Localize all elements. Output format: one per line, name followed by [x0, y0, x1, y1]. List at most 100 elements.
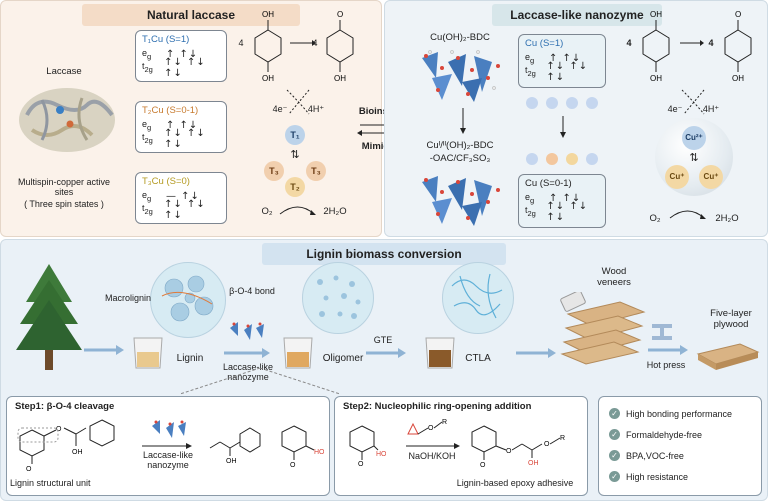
flow-arrow-3	[366, 348, 406, 358]
svg-text:O: O	[290, 462, 296, 468]
svg-text:OH: OH	[334, 74, 346, 83]
feature-text: High bonding performance	[626, 408, 733, 419]
eg-label: eg	[525, 52, 535, 65]
svg-text:HO: HO	[376, 451, 386, 458]
t2-copper-circle: T₂	[285, 177, 305, 197]
oligomer-bubble	[302, 262, 374, 334]
cu-sites-row-blue	[526, 97, 598, 109]
t2g-label: t2g	[142, 203, 153, 216]
electrons-label-nano: 4e⁻	[667, 104, 683, 114]
mof-crystal-bottom-image	[422, 176, 500, 226]
ctla-beaker-image	[425, 337, 455, 369]
t3cu-title: T₃Cu (S=0)	[142, 176, 190, 187]
macrolignin-particles	[161, 275, 214, 322]
svg-text:O: O	[480, 462, 486, 469]
t2g-label: t2g	[142, 61, 153, 74]
product-number-nano: 4	[708, 38, 714, 48]
feature-text: High resistance	[626, 471, 689, 482]
step2-product: O O OH O R	[471, 425, 565, 469]
veneers-label: Wood veneers	[597, 266, 631, 288]
flow-arrow-5	[648, 345, 688, 355]
substrate-number: 4	[238, 38, 244, 48]
protons-label-nano: 4H⁺	[702, 104, 720, 114]
check-icon: ✓	[609, 429, 620, 440]
electrons-label: 4e⁻	[272, 104, 288, 114]
t1-copper-circle: T₁	[285, 125, 305, 145]
mof-top-label: Cu(OH)₂-BDC	[430, 32, 490, 43]
product-number: 4	[312, 38, 318, 48]
t3cu-spin-box: T₃Cu (S=0) eg— ↑↓ t2g↑↓ ↑↓ ↑↓	[135, 172, 227, 224]
svg-text:O: O	[428, 425, 434, 432]
t2g-electrons: ↑↓ ↑↓ ↑↓	[164, 198, 206, 221]
eg-electrons: ↑ ↑↓	[166, 120, 199, 131]
feature-text: BPA,VOC-free	[626, 450, 684, 461]
step2-box: Step2: Nucleophilic ring-opening additio…	[334, 396, 588, 496]
eg-electrons: ↑ ↑↓	[166, 49, 199, 60]
natural-laccase-banner: Natural laccase	[82, 4, 300, 26]
phenoxy-radical-molecule-nano: O OH	[724, 10, 752, 83]
flow-arrow-2	[224, 348, 270, 358]
macrolignin-label: Macrolignin	[104, 293, 152, 303]
step2-guaiacol: HO O	[349, 425, 386, 466]
eg-label: eg	[525, 192, 535, 205]
ctla-label: CTLA	[465, 353, 491, 364]
cu1-circle-right: Cu⁺	[699, 165, 723, 189]
reaction-arrow-right	[290, 40, 316, 46]
lignin-banner: Lignin biomass conversion	[262, 243, 506, 265]
eg-label: eg	[142, 48, 152, 61]
lignin-unit-label: Lignin structural unit	[10, 478, 91, 488]
lignin-unit-structure: O O OH	[17, 419, 115, 472]
step1-reaction-arrow	[142, 443, 192, 449]
cu-s01-spin-box: Cu (S=0-1) eg↑ ↑↓ t2g↑↓ ↑↓ ↑↓	[518, 174, 606, 228]
svg-text:O: O	[56, 426, 62, 433]
step2-product-label: Lignin-based epoxy adhesive	[456, 478, 574, 488]
nanozyme-banner: Laccase-like nanozyme	[492, 4, 662, 26]
feature-text: Formaldehyde-free	[626, 429, 703, 440]
feature-item: ✓ Formaldehyde-free	[609, 424, 751, 445]
flow-arrow-1	[84, 345, 124, 355]
t3-copper-circle-right: T₃	[306, 161, 326, 181]
svg-text:OH: OH	[732, 74, 744, 83]
features-box: ✓High bonding performance ✓ Formaldehyde-…	[598, 396, 762, 496]
mof-crystal-top-image	[422, 50, 500, 102]
t2g-electrons: ↑↓ ↑↓ ↑↓	[546, 60, 589, 83]
step2-epoxide: O R	[407, 419, 447, 435]
oxygen-label-nano: O₂	[649, 213, 661, 224]
water-label: 2H₂O	[323, 206, 347, 217]
mof-arrow-down	[460, 108, 466, 134]
eg-label: eg	[142, 119, 152, 132]
feature-item: ✓High resistance	[609, 466, 751, 487]
svg-text:HO: HO	[314, 449, 324, 456]
svg-text:OH: OH	[262, 10, 274, 19]
svg-text:OH: OH	[72, 449, 83, 456]
nanozyme-catalyst-icon	[230, 322, 264, 340]
plywood-label: Five-layer plywood	[710, 308, 752, 330]
svg-text:OH: OH	[528, 460, 539, 467]
beta-o4-bond-label: β-O-4 bond	[229, 286, 275, 296]
ctla-network	[451, 273, 503, 319]
step2-reaction-arrow	[406, 443, 460, 449]
cu2-circle: Cu²⁺	[682, 126, 706, 150]
cu-s01-title: Cu (S=0-1)	[525, 178, 572, 189]
t2g-electrons: ↑↓ ↑↓ ↑↓	[164, 56, 206, 79]
t2g-electrons: ↑↓ ↑↓ ↑↓	[546, 200, 589, 223]
oligomer-particles	[317, 275, 361, 319]
spin-states-label: ( Three spin states )	[24, 199, 104, 209]
svg-text:OH: OH	[650, 74, 662, 83]
t2cu-title: T₂Cu (S=0-1)	[142, 105, 199, 116]
feature-item: ✓High bonding performance	[609, 403, 751, 424]
svg-text:R: R	[442, 419, 447, 426]
svg-text:O: O	[544, 441, 550, 448]
step1-catalyst-label: Laccase-like nanozyme	[142, 450, 194, 470]
eg-electrons: ↑ ↑↓	[549, 193, 582, 204]
t2g-label: t2g	[142, 132, 153, 145]
plywood-image	[696, 343, 760, 370]
svg-text:OH: OH	[226, 458, 237, 464]
electron-transfer-arrows-nano	[681, 89, 705, 115]
water-label-nano: 2H₂O	[715, 213, 739, 224]
macrolignin-bubble	[150, 262, 226, 338]
cu-equilibrium-icon: ⇅	[689, 152, 699, 164]
lignin-label: Lignin	[176, 353, 204, 364]
wood-veneers-image	[560, 292, 646, 365]
t1cu-spin-box: T₁Cu (S=1) eg↑ ↑↓ t2g↑↓ ↑↓ ↑↓	[135, 30, 227, 82]
